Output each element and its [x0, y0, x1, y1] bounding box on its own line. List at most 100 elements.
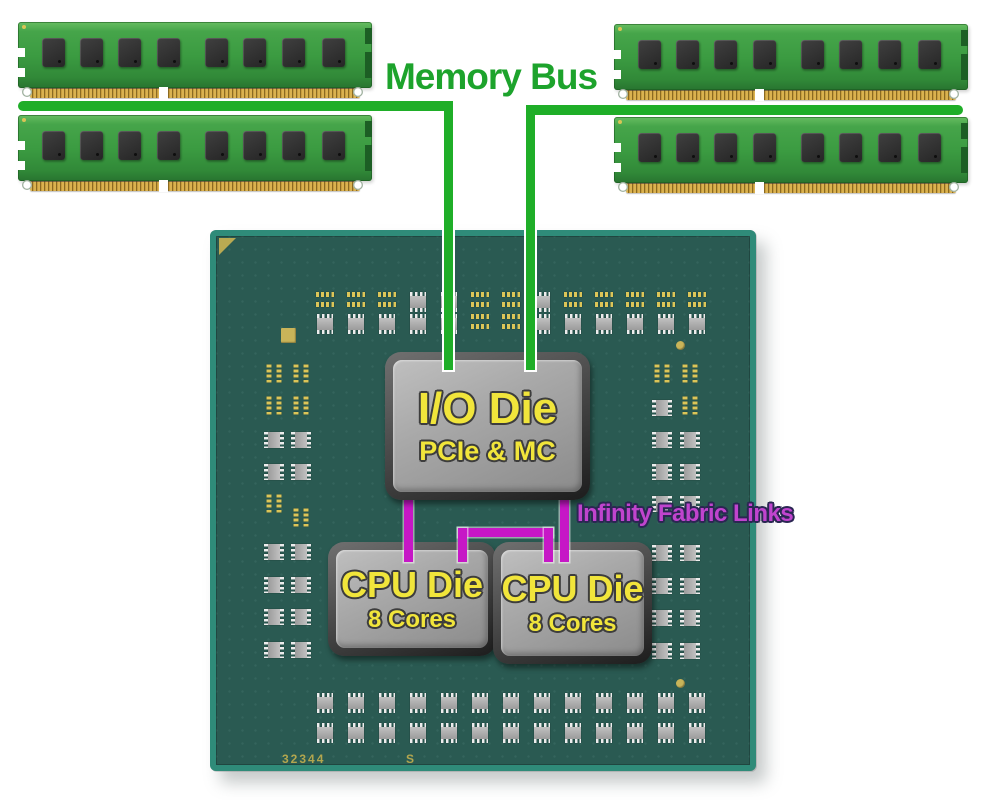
- dimm-pcb: [614, 117, 968, 183]
- cpu-die-left-subtitle: 8 Cores: [367, 605, 457, 633]
- capacitor: [563, 693, 583, 713]
- memory-chip: [676, 133, 699, 162]
- mounting-hole: [22, 87, 32, 97]
- dimm-pcb: [18, 22, 372, 88]
- memory-chip: [243, 131, 266, 160]
- memory-chip: [282, 131, 305, 160]
- ram-module-top-left: [17, 22, 372, 100]
- capacitor: [264, 430, 284, 450]
- memory-chip: [118, 131, 141, 160]
- gold-via-dot-bottom: [676, 679, 685, 688]
- dimm-pcb: [18, 115, 372, 181]
- capacitor: [687, 723, 707, 743]
- edge-connector-tab: [365, 52, 372, 78]
- io-die-face: I/O Die PCIe & MC: [393, 360, 582, 492]
- mounting-hole: [618, 182, 628, 192]
- gold-pads: [267, 396, 282, 416]
- capacitor: [680, 576, 700, 596]
- capacitor: [652, 462, 672, 482]
- memory-bus-line-right-v: [526, 105, 535, 370]
- infinity-fabric-bridge-right-leg: [544, 528, 553, 562]
- capacitor: [680, 462, 700, 482]
- capacitor: [264, 462, 284, 482]
- memory-chip: [322, 131, 345, 160]
- gold-pads: [683, 396, 698, 416]
- capacitor: [470, 693, 490, 713]
- mounting-hole: [353, 180, 363, 190]
- gold-pads: [501, 292, 521, 307]
- memory-chip: [801, 40, 824, 69]
- infinity-fabric-bridge-left-leg: [458, 528, 467, 562]
- package-corner-marker: [219, 238, 236, 255]
- fiducial-dot: [22, 118, 26, 122]
- infinity-fabric-label: Infinity Fabric Links: [577, 500, 794, 527]
- memory-chip: [322, 38, 345, 67]
- capacitor: [680, 543, 700, 563]
- io-die-title: I/O Die: [417, 384, 558, 434]
- fiducial-dot: [618, 120, 622, 124]
- fiducial-dot: [618, 27, 622, 31]
- package-serial: 32344: [282, 752, 326, 766]
- gold-pad-square: [281, 328, 296, 343]
- memory-chip: [878, 40, 901, 69]
- cpu-package: 32344 S: [210, 230, 756, 771]
- dimm-key-notch: [159, 87, 168, 99]
- dimm-key-notch: [755, 182, 764, 194]
- memory-chip: [243, 38, 266, 67]
- cpu-die-right-subtitle: 8 Cores: [528, 609, 617, 637]
- gold-pads: [267, 494, 282, 514]
- dimm-notch: [17, 68, 25, 77]
- gold-pads: [656, 292, 676, 307]
- memory-chip: [157, 131, 180, 160]
- capacitor: [291, 462, 311, 482]
- capacitor: [291, 640, 311, 660]
- memory-chip: [638, 40, 661, 69]
- capacitor: [652, 398, 672, 418]
- capacitor: [625, 693, 645, 713]
- gold-pads: [501, 314, 521, 329]
- memory-chip: [714, 40, 737, 69]
- edge-connector-tab: [961, 30, 968, 46]
- capacitor: [625, 314, 645, 334]
- edge-connector-tab: [961, 147, 968, 173]
- capacitor: [470, 723, 490, 743]
- capacitor: [680, 641, 700, 661]
- gold-pads: [294, 364, 309, 384]
- dimm-notch: [17, 141, 25, 150]
- memory-chip: [205, 131, 228, 160]
- capacitor: [680, 430, 700, 450]
- capacitor: [264, 575, 284, 595]
- capacitor: [291, 575, 311, 595]
- dimm-gold-pins: [30, 88, 360, 98]
- io-die: I/O Die PCIe & MC: [385, 352, 590, 500]
- capacitor: [652, 608, 672, 628]
- mounting-hole: [618, 89, 628, 99]
- infinity-fabric-link-right: [560, 492, 569, 562]
- capacitor: [346, 314, 366, 334]
- memory-chip: [878, 133, 901, 162]
- gold-pads: [594, 292, 614, 307]
- memory-chip: [282, 38, 305, 67]
- dimm-key-notch: [755, 89, 764, 101]
- dimm-pcb: [614, 24, 968, 90]
- cpu-die-right-title: CPU Die: [501, 568, 644, 609]
- capacitor: [532, 314, 552, 334]
- gold-pads: [346, 292, 366, 307]
- edge-connector-tab: [961, 54, 968, 80]
- capacitor: [377, 723, 397, 743]
- capacitor: [625, 723, 645, 743]
- mounting-hole: [949, 182, 959, 192]
- gold-pads: [315, 292, 335, 307]
- memory-chip: [918, 40, 941, 69]
- memory-chip: [918, 133, 941, 162]
- gold-pads: [294, 508, 309, 528]
- edge-connector-tab: [365, 145, 372, 171]
- capacitor: [439, 723, 459, 743]
- capacitor: [563, 314, 583, 334]
- dimm-notch: [613, 50, 621, 59]
- capacitor: [264, 640, 284, 660]
- dimm-gold-pins: [30, 181, 360, 191]
- capacitor: [264, 607, 284, 627]
- gold-pads: [470, 314, 490, 329]
